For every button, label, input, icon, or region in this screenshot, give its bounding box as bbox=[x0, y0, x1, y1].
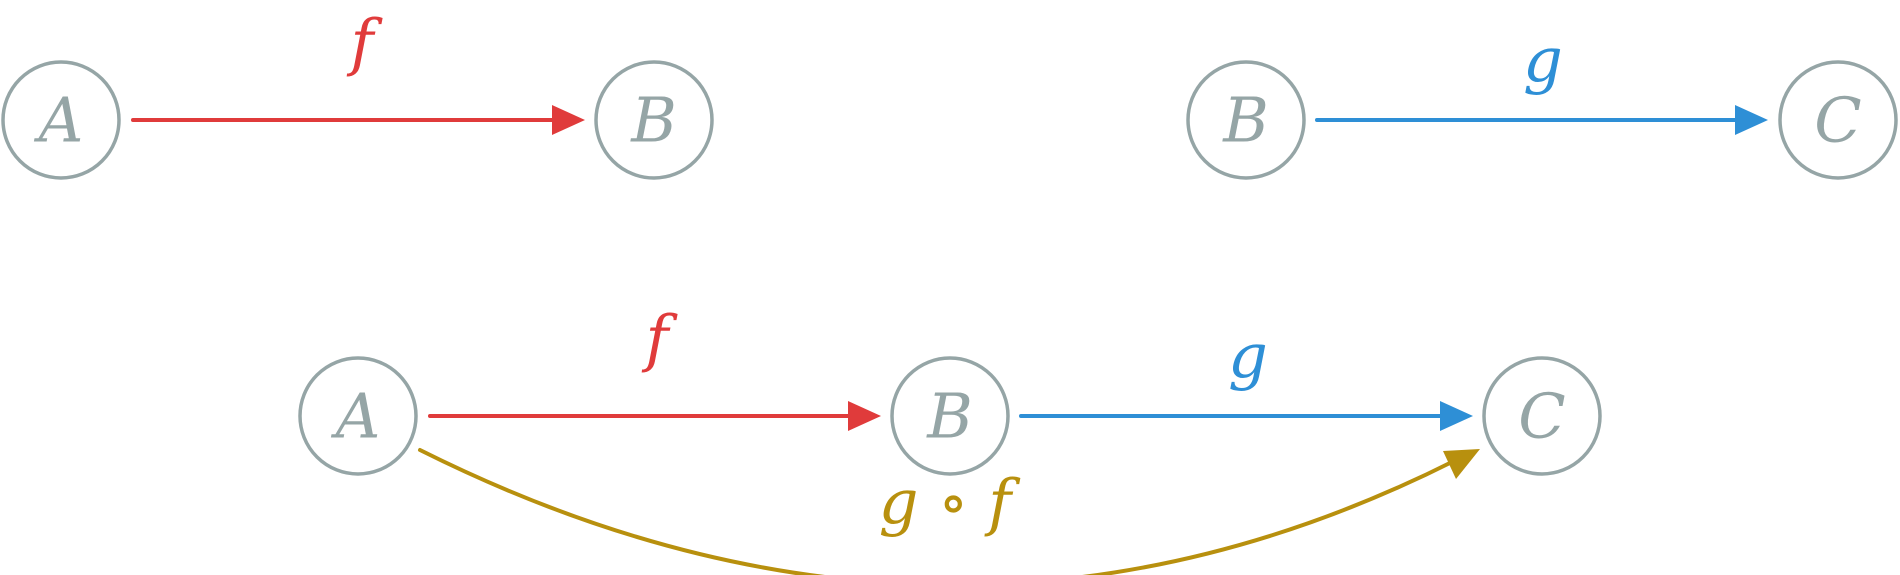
arrowhead-f-bottom bbox=[848, 401, 881, 431]
edge-label-f-top: f bbox=[347, 6, 384, 79]
node-label-b-top-left: B bbox=[630, 84, 677, 157]
edge-label-f-bottom: f bbox=[642, 302, 679, 375]
node-label-b-bottom: B bbox=[926, 380, 973, 453]
top-right-morphism: g B C bbox=[1186, 24, 1898, 180]
arrowhead-gf bbox=[1443, 449, 1480, 479]
edge-label-g-bottom: g bbox=[1228, 320, 1268, 393]
node-b-top-right: B bbox=[1186, 60, 1306, 180]
arrowhead-f-top bbox=[552, 105, 585, 135]
node-c-bottom: C bbox=[1482, 356, 1602, 476]
node-label-a-top: A bbox=[34, 84, 84, 157]
edge-label-g-top: g bbox=[1523, 24, 1563, 97]
arrowhead-g-bottom bbox=[1440, 401, 1473, 431]
node-label-a-bottom: A bbox=[331, 380, 381, 453]
node-b-bottom: B bbox=[890, 356, 1010, 476]
edge-gf bbox=[418, 448, 1458, 575]
node-a-top: A bbox=[1, 60, 121, 180]
arrowhead-g-top bbox=[1735, 105, 1768, 135]
node-b-top-left: B bbox=[594, 60, 714, 180]
top-left-morphism: f A B bbox=[1, 6, 714, 180]
node-label-c-bottom: C bbox=[1518, 380, 1565, 453]
node-c-top: C bbox=[1778, 60, 1898, 180]
node-label-c-top: C bbox=[1814, 84, 1861, 157]
composite-morphism: f g g ∘ f A B C bbox=[298, 302, 1602, 575]
node-a-bottom: A bbox=[298, 356, 418, 476]
node-label-b-top-right: B bbox=[1222, 84, 1269, 157]
edge-label-gf: g ∘ f bbox=[879, 466, 1021, 539]
